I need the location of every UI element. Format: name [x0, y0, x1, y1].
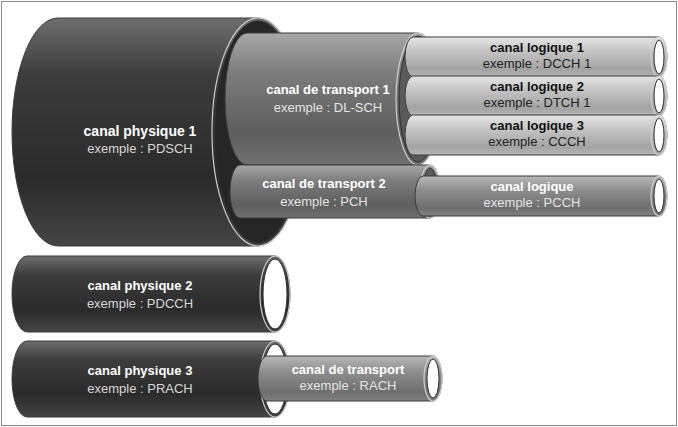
pipe-shape [12, 256, 290, 332]
channel-name: canal de transport [274, 362, 422, 378]
channel-example: exemple : PDCCH [30, 295, 250, 313]
pipe-end [651, 37, 667, 77]
channel-example: exemple : PCCH [427, 195, 637, 211]
pipe-end [651, 176, 667, 216]
pipe-end [260, 256, 290, 332]
pipe-label: canal physique 3exemple : PRACH [30, 362, 250, 398]
pipe-body [405, 37, 667, 77]
pipe-end [424, 356, 442, 401]
channel-example: exemple : CCCH [427, 134, 647, 150]
pipe-body [258, 356, 442, 401]
channel-example: exemple : PCH [234, 193, 414, 211]
pipe-label: canal logique 2exemple : DTCH 1 [427, 79, 647, 111]
channel-pipe: canal de transportexemple : RACH [258, 356, 442, 401]
channel-pipe: canal logiqueexemple : PCCH [415, 176, 667, 216]
channel-pipe: canal logique 2exemple : DTCH 1 [405, 76, 667, 116]
channel-name: canal logique 3 [427, 118, 647, 134]
pipe-label: canal logique 3exemple : CCCH [427, 118, 647, 150]
pipe-opening [263, 259, 287, 329]
channel-pipe: canal de transport 2exemple : PCHcanal l… [230, 165, 440, 218]
pipe-body [12, 256, 290, 332]
pipe-label: canal physique 1exemple : PDSCH [30, 122, 250, 158]
pipe-shape [230, 165, 440, 218]
pipe-opening [654, 179, 664, 213]
channel-name: canal logique 1 [427, 40, 647, 56]
pipe-shape [12, 341, 290, 417]
pipe-label: canal de transportexemple : RACH [274, 362, 422, 394]
channel-pipe: canal physique 3exemple : PRACHcanal de … [12, 341, 290, 417]
channel-name: canal physique 3 [30, 362, 250, 380]
pipe-opening [654, 40, 664, 74]
pipe-label: canal de transport 1exemple : DL-SCH [233, 81, 423, 117]
pipe-body [405, 115, 667, 155]
channel-pipe: canal logique 3exemple : CCCH [405, 115, 667, 155]
pipe-label: canal physique 2exemple : PDCCH [30, 277, 250, 313]
pipe-opening [427, 359, 439, 398]
pipe-opening [654, 79, 664, 113]
pipe-label: canal de transport 2exemple : PCH [234, 175, 414, 211]
pipe-body [12, 341, 290, 417]
channel-example: exemple : RACH [274, 378, 422, 394]
channel-pipe: canal logique 1exemple : DCCH 1 [405, 37, 667, 77]
pipe-label: canal logiqueexemple : PCCH [427, 179, 637, 211]
channel-name: canal physique 1 [30, 122, 250, 140]
pipe-body [230, 165, 440, 218]
channel-example: exemple : DCCH 1 [427, 56, 647, 72]
pipe-opening [654, 118, 664, 152]
pipe-end [651, 115, 667, 155]
channel-name: canal de transport 2 [234, 175, 414, 193]
channel-name: canal logique [427, 179, 637, 195]
channel-name: canal logique 2 [427, 79, 647, 95]
channel-name: canal physique 2 [30, 277, 250, 295]
channel-example: exemple : PRACH [30, 380, 250, 398]
channel-example: exemple : DTCH 1 [427, 95, 647, 111]
channel-name: canal de transport 1 [233, 81, 423, 99]
pipe-label: canal logique 1exemple : DCCH 1 [427, 40, 647, 72]
pipe-body [405, 76, 667, 116]
pipe-body [415, 176, 667, 216]
channel-pipe: canal physique 2exemple : PDCCH [12, 256, 290, 332]
channel-pipe: canal de transport 1exemple : DL-SCHcana… [225, 33, 440, 165]
pipe-end [651, 76, 667, 116]
channel-example: exemple : DL-SCH [233, 99, 423, 117]
channel-example: exemple : PDSCH [30, 140, 250, 158]
channel-pipe: canal physique 1exemple : PDSCHcanal de … [12, 18, 304, 246]
